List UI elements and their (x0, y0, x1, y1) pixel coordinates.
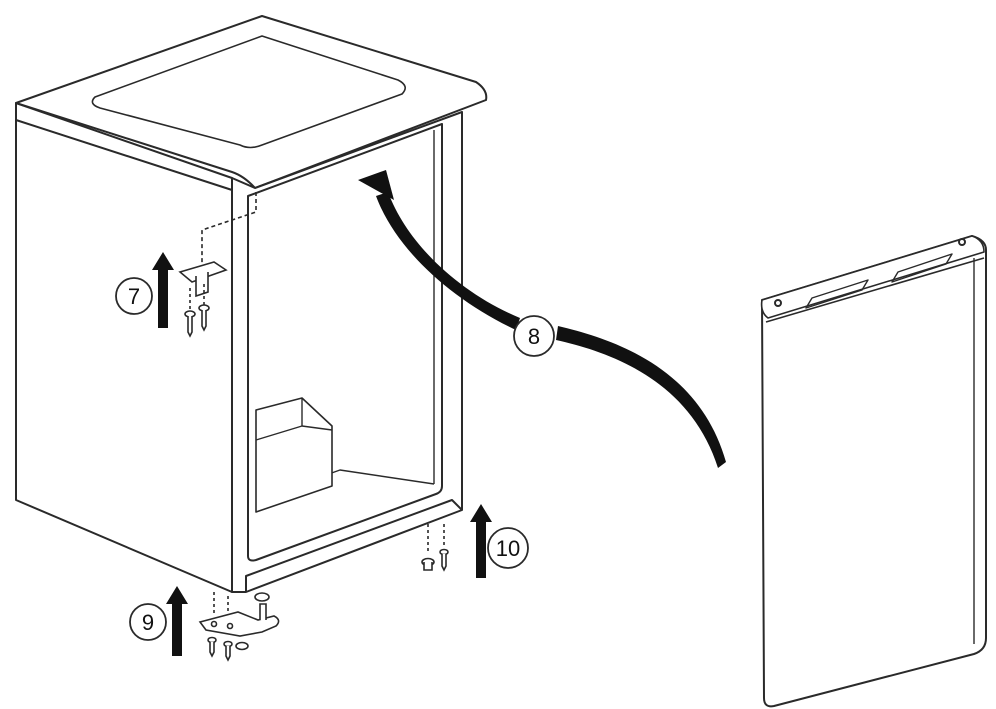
door-body (761, 235, 987, 708)
step-callout-9: 9 (129, 603, 167, 641)
step-callout-7: 7 (115, 277, 153, 315)
washer-icon (254, 592, 270, 602)
fridge-door (760, 235, 987, 708)
hinge-hole-2 (226, 622, 234, 630)
screw-icon (207, 636, 217, 658)
cabinet-worktop (15, 15, 488, 189)
upper-hinge-pin (195, 272, 209, 298)
lower-hinge-assembly (198, 592, 280, 662)
door-pin-hole (774, 299, 782, 307)
screw-icon (198, 304, 210, 332)
screw-icon (439, 548, 449, 572)
step-arrows (152, 170, 726, 656)
door-pin-hole-2 (958, 238, 966, 246)
step-number: 8 (528, 324, 540, 349)
lower-hinge-plate (198, 611, 280, 637)
hinge-guide-dashed (201, 192, 257, 266)
door-handle-recess-2 (891, 253, 953, 283)
curved-arrow-icon-upper (376, 192, 520, 330)
curved-arrow-icon (556, 326, 726, 468)
up-arrow-icon (152, 252, 174, 328)
cabinet-bottom-edge (245, 499, 463, 592)
step-callout-8: 8 (513, 315, 555, 357)
step-number: 10 (496, 536, 520, 561)
step-callout-10: 10 (487, 527, 529, 569)
screw-icon (184, 310, 196, 338)
up-arrow-icon (470, 504, 492, 578)
lower-hinge-pin (259, 603, 267, 620)
washer-icon (235, 641, 249, 651)
door-front-panel (765, 257, 985, 323)
door-top-face (760, 235, 985, 319)
upper-hinge-assembly (178, 192, 257, 338)
foot-screws (421, 524, 449, 572)
upper-hinge-plate (178, 261, 228, 283)
arrow-head-icon (358, 170, 394, 200)
up-arrow-icon (166, 586, 188, 656)
screw-icon (223, 640, 233, 662)
fridge-cabinet (15, 15, 488, 593)
step-number: 9 (142, 610, 154, 635)
door-handle-recess (805, 279, 869, 309)
compressor-step (255, 397, 333, 513)
hinge-hole (210, 620, 218, 628)
step-number: 7 (128, 284, 140, 309)
cabinet-left-side (15, 102, 233, 593)
screw-icon (421, 557, 435, 571)
worktop-recess (91, 35, 406, 149)
